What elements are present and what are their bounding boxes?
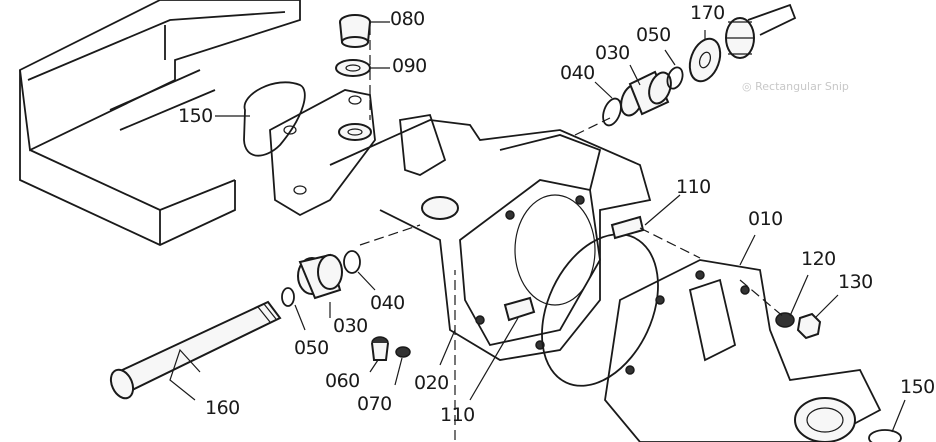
callout-080: 080 bbox=[390, 8, 425, 30]
frame-block bbox=[19, 0, 301, 246]
watermark: ◎ Rectangular Snip bbox=[742, 80, 849, 93]
washer-170 bbox=[688, 37, 722, 83]
callout-090: 090 bbox=[392, 55, 427, 77]
callout-170: 170 bbox=[690, 2, 725, 24]
bearing-030-top bbox=[620, 70, 672, 117]
callout-050-top: 050 bbox=[636, 24, 671, 46]
callout-160: 160 bbox=[205, 397, 240, 419]
nut-070 bbox=[395, 346, 411, 358]
stud-110 bbox=[503, 296, 536, 322]
callout-060: 060 bbox=[325, 370, 360, 392]
callout-110-top: 110 bbox=[676, 176, 711, 198]
callout-040-mid: 040 bbox=[370, 292, 405, 314]
callout-120: 120 bbox=[801, 248, 836, 270]
watermark-text: Rectangular Snip bbox=[755, 80, 849, 93]
collar-050-mid bbox=[281, 287, 295, 307]
gear-top bbox=[725, 3, 797, 59]
callout-030-top: 030 bbox=[595, 42, 630, 64]
shaft-160 bbox=[109, 300, 282, 400]
snap-ring-040-mid bbox=[343, 250, 361, 274]
o-ring-seal bbox=[541, 233, 659, 387]
collar-050-top bbox=[666, 66, 684, 90]
gasket-150-left bbox=[243, 81, 306, 157]
housing-010 bbox=[604, 259, 882, 442]
callout-030-mid: 030 bbox=[333, 315, 368, 337]
callout-130: 130 bbox=[838, 271, 873, 293]
callout-110-bot: 110 bbox=[440, 404, 475, 426]
snap-ring-040-top bbox=[602, 97, 622, 127]
snip-icon: ◎ bbox=[742, 80, 752, 93]
callout-150-left: 150 bbox=[178, 105, 213, 127]
cap-080 bbox=[339, 14, 371, 48]
washer-120 bbox=[775, 312, 795, 328]
callout-070: 070 bbox=[357, 393, 392, 415]
cover-plate bbox=[269, 89, 376, 217]
callout-020: 020 bbox=[414, 372, 449, 394]
bolt-060 bbox=[371, 336, 389, 361]
gear-case-020 bbox=[329, 113, 652, 361]
gasket-150-right bbox=[868, 429, 902, 442]
callout-010: 010 bbox=[748, 208, 783, 230]
bearing-030-mid bbox=[297, 253, 343, 300]
callout-040-top: 040 bbox=[560, 62, 595, 84]
callout-150-right: 150 bbox=[900, 376, 935, 398]
washer-090 bbox=[335, 59, 371, 77]
nut-130 bbox=[796, 312, 822, 340]
callout-050-mid: 050 bbox=[294, 337, 329, 359]
